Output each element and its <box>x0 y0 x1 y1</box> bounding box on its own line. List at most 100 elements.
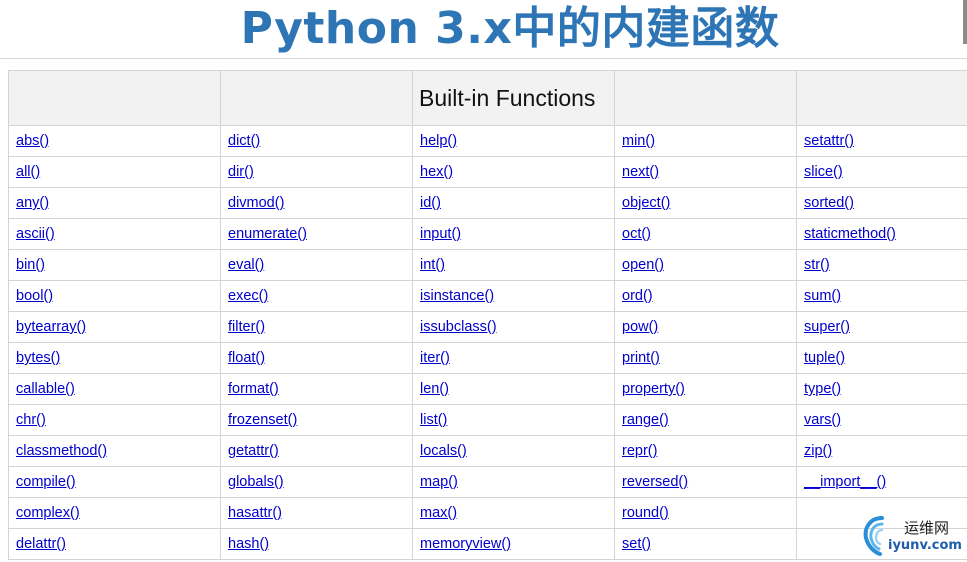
table-row: chr() frozenset() list() range() vars() <box>8 404 967 436</box>
function-link[interactable]: __import__() <box>804 474 887 490</box>
function-link[interactable]: len() <box>420 381 450 397</box>
function-link[interactable]: slice() <box>804 164 843 180</box>
function-link[interactable]: all() <box>16 164 41 180</box>
table-cell: hash() <box>220 528 413 560</box>
function-link[interactable]: hex() <box>420 164 454 180</box>
table-cell: complex() <box>8 497 221 529</box>
function-link[interactable]: filter() <box>228 319 266 335</box>
function-link[interactable]: map() <box>420 474 458 490</box>
function-link[interactable]: ascii() <box>16 226 55 242</box>
function-link[interactable]: format() <box>228 381 279 397</box>
function-link[interactable]: int() <box>420 257 445 273</box>
function-link[interactable]: input() <box>420 226 462 242</box>
function-link[interactable]: pow() <box>622 319 659 335</box>
function-link[interactable]: set() <box>622 536 651 552</box>
function-link[interactable]: str() <box>804 257 830 273</box>
function-link[interactable]: bin() <box>16 257 46 273</box>
table-cell: exec() <box>220 280 413 312</box>
table-row: classmethod() getattr() locals() repr() zip(… <box>8 435 967 467</box>
function-link[interactable]: iter() <box>420 350 450 366</box>
function-link[interactable]: staticmethod() <box>804 226 896 242</box>
table-cell: filter() <box>220 311 413 343</box>
function-link[interactable]: bytes() <box>16 350 61 366</box>
function-link[interactable]: callable() <box>16 381 75 397</box>
function-link[interactable]: id() <box>420 195 441 211</box>
function-link[interactable]: dict() <box>228 133 261 149</box>
function-link[interactable]: hash() <box>228 536 270 552</box>
function-link[interactable]: chr() <box>16 412 46 428</box>
function-link[interactable]: enumerate() <box>228 226 307 242</box>
table-cell: tuple() <box>796 342 967 374</box>
table-row: compile() globals() map() reversed() __impor… <box>8 466 967 498</box>
function-link[interactable]: classmethod() <box>16 443 108 459</box>
function-link[interactable]: tuple() <box>804 350 846 366</box>
table-cell: divmod() <box>220 187 413 219</box>
function-link[interactable]: open() <box>622 257 664 273</box>
function-link[interactable]: property() <box>622 381 685 397</box>
function-link[interactable]: any() <box>16 195 50 211</box>
function-link[interactable]: isinstance() <box>420 288 495 304</box>
function-link[interactable]: locals() <box>420 443 467 459</box>
function-link[interactable]: round() <box>622 505 669 521</box>
function-link[interactable]: getattr() <box>228 443 279 459</box>
function-link[interactable]: bytearray() <box>16 319 87 335</box>
function-link[interactable]: issubclass() <box>420 319 497 335</box>
watermark-url: iyunv.com <box>888 538 962 553</box>
function-link[interactable]: divmod() <box>228 195 285 211</box>
function-link[interactable]: exec() <box>228 288 269 304</box>
function-link[interactable]: print() <box>622 350 660 366</box>
table-cell: print() <box>614 342 797 374</box>
table-cell: int() <box>412 249 615 281</box>
function-link[interactable]: next() <box>622 164 660 180</box>
table-cell: bin() <box>8 249 221 281</box>
table-cell: __import__() <box>796 466 967 498</box>
function-link[interactable]: list() <box>420 412 448 428</box>
function-link[interactable]: float() <box>228 350 266 366</box>
table-cell: type() <box>796 373 967 405</box>
function-link[interactable]: hasattr() <box>228 505 282 521</box>
title-divider <box>0 58 967 59</box>
function-link[interactable]: globals() <box>228 474 284 490</box>
function-link[interactable]: help() <box>420 133 458 149</box>
function-link[interactable]: super() <box>804 319 850 335</box>
function-link[interactable]: delattr() <box>16 536 66 552</box>
function-link[interactable]: repr() <box>622 443 658 459</box>
function-link[interactable]: bool() <box>16 288 54 304</box>
table-cell: iter() <box>412 342 615 374</box>
function-link[interactable]: frozenset() <box>228 412 298 428</box>
table-body: abs() dict() help() min() setattr() all() dir(… <box>8 125 967 560</box>
function-link[interactable]: sum() <box>804 288 842 304</box>
function-link[interactable]: complex() <box>16 505 80 521</box>
table-cell: staticmethod() <box>796 218 967 250</box>
table-header-row: Built-in Functions <box>8 70 967 126</box>
function-link[interactable]: range() <box>622 412 669 428</box>
function-link[interactable]: eval() <box>228 257 265 273</box>
function-link[interactable]: type() <box>804 381 842 397</box>
table-cell: dict() <box>220 125 413 157</box>
function-link[interactable]: sorted() <box>804 195 854 211</box>
function-link[interactable]: compile() <box>16 474 76 490</box>
function-link[interactable]: zip() <box>804 443 833 459</box>
table-cell: id() <box>412 187 615 219</box>
table-row: bytearray() filter() issubclass() pow() supe… <box>8 311 967 343</box>
function-link[interactable]: setattr() <box>804 133 854 149</box>
table-cell: zip() <box>796 435 967 467</box>
function-link[interactable]: reversed() <box>622 474 689 490</box>
function-link[interactable]: vars() <box>804 412 842 428</box>
table-row: delattr() hash() memoryview() set() <box>8 528 967 560</box>
function-link[interactable]: abs() <box>16 133 50 149</box>
function-link[interactable]: min() <box>622 133 656 149</box>
function-link[interactable]: memoryview() <box>420 536 512 552</box>
table-cell: pow() <box>614 311 797 343</box>
table-cell: bool() <box>8 280 221 312</box>
function-link[interactable]: max() <box>420 505 458 521</box>
builtin-functions-table: Built-in Functions abs() dict() help() min(… <box>8 70 967 560</box>
page-title: Python 3.x中的内建函数 <box>240 3 780 54</box>
function-link[interactable]: ord() <box>622 288 653 304</box>
table-cell: enumerate() <box>220 218 413 250</box>
function-link[interactable]: dir() <box>228 164 254 180</box>
function-link[interactable]: object() <box>622 195 671 211</box>
function-link[interactable]: oct() <box>622 226 651 242</box>
table-cell: len() <box>412 373 615 405</box>
table-cell: sorted() <box>796 187 967 219</box>
